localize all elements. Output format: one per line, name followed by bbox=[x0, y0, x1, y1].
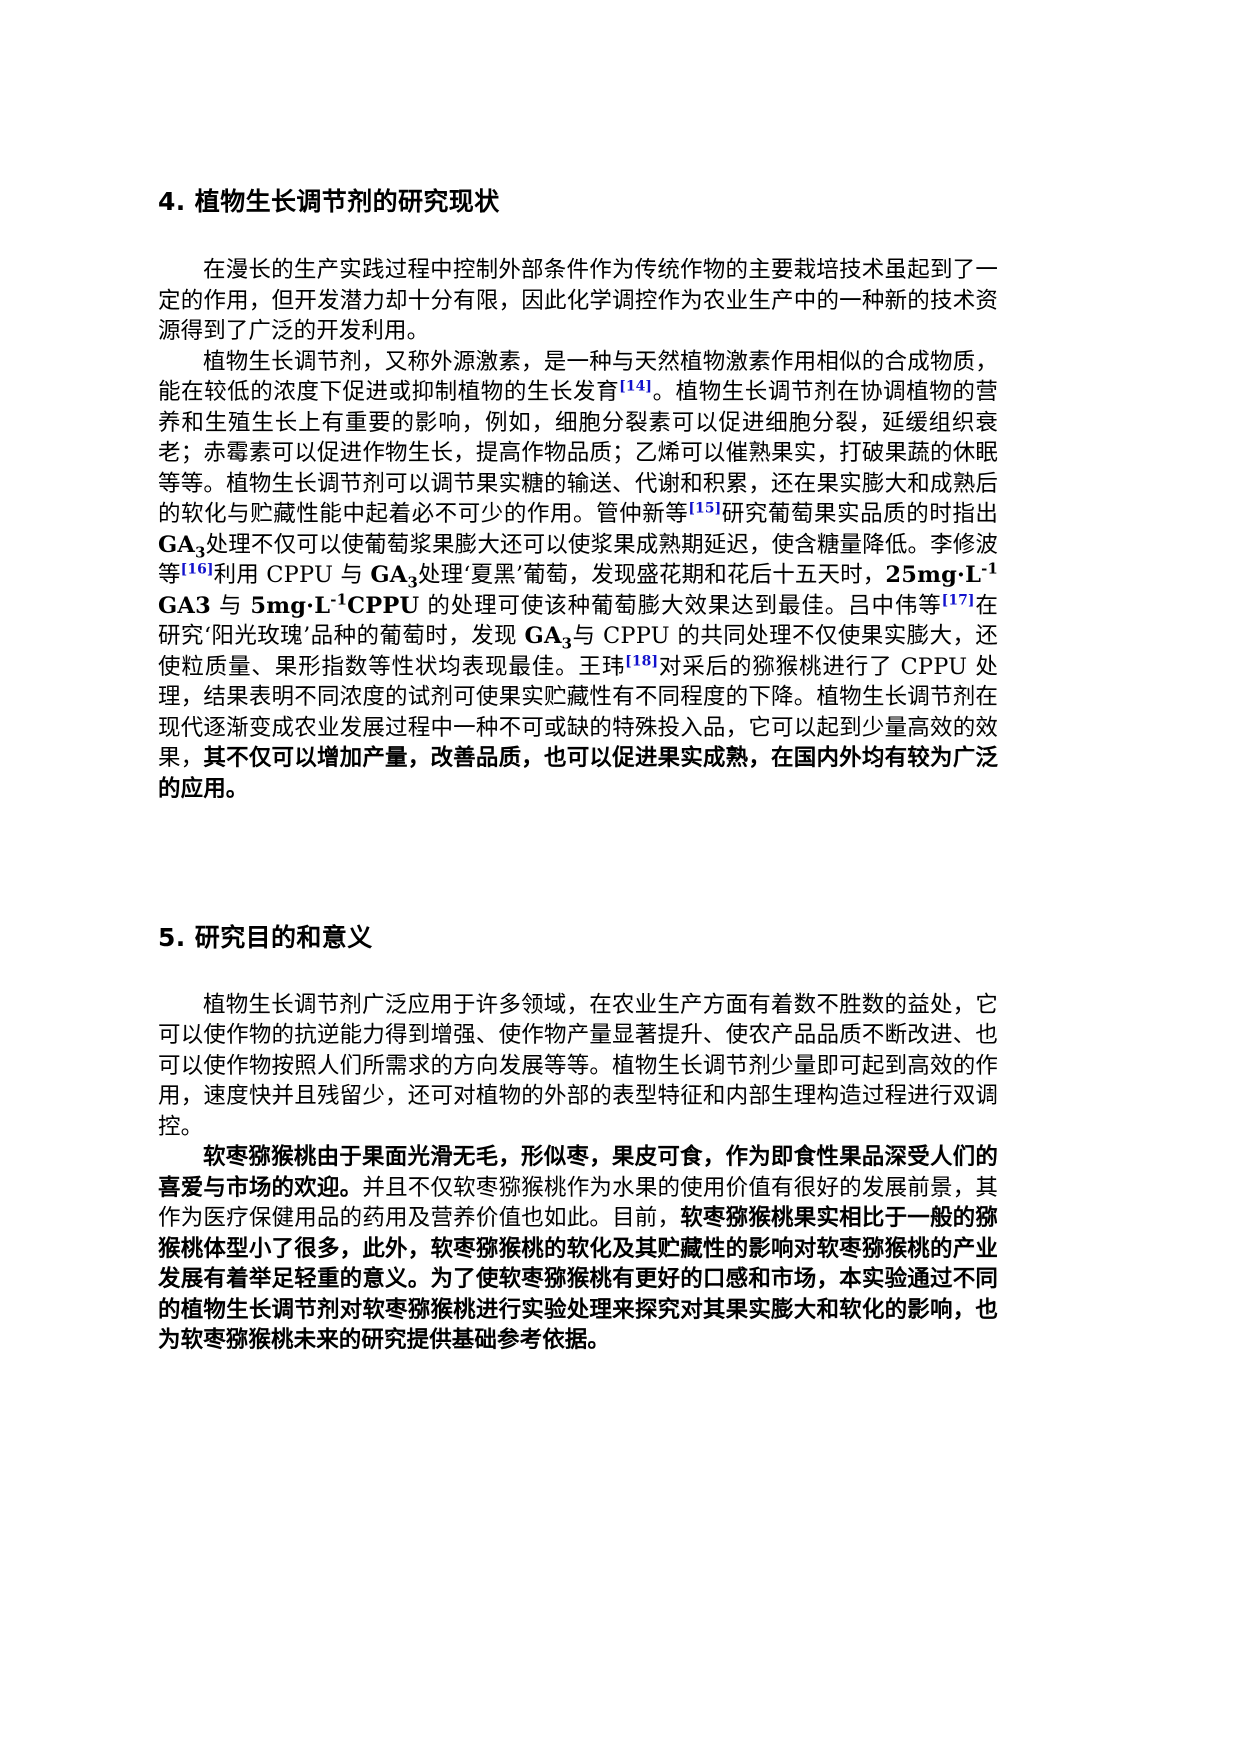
chemical-cppu: CPPU bbox=[900, 653, 968, 680]
chemical-subscript: 3 bbox=[195, 543, 206, 562]
section-5-paragraph-1: 植物生长调节剂广泛应用于许多领域，在农业生产方面有着数不胜数的益处，它可以使作物… bbox=[158, 990, 998, 1143]
paragraph-text: 的共同处理不仅使果实膨大，还使粒质量、果形指数等性状均表现最佳。王玮 bbox=[158, 623, 999, 680]
emphasized-text: 其不仅可以增加产量，改善品质，也可以促进果实成熟，在国内外均有较为广泛的应用。 bbox=[158, 745, 998, 802]
dose-exponent: -1 bbox=[981, 559, 998, 578]
citation-ref-16[interactable]: [16] bbox=[180, 561, 214, 578]
chemical-base: GA bbox=[370, 562, 408, 589]
page-content: 4. 植物生长调节剂的研究现状 在漫长的生产实践过程中控制外部条件作为传统作物的… bbox=[158, 186, 998, 1356]
chemical-base: GA bbox=[158, 531, 196, 558]
paragraph-text: 与 bbox=[210, 592, 251, 619]
section-4-heading-block: 4. 植物生长调节剂的研究现状 bbox=[158, 186, 998, 217]
citation-ref-18[interactable]: [18] bbox=[625, 653, 659, 670]
section-5-heading-block: 5. 研究目的和意义 bbox=[158, 922, 998, 953]
chemical-ga3: GA3 bbox=[158, 531, 206, 562]
paragraph-text: 并且不仅软枣猕猴桃作为水果的使用价值有很好的发展前景，其作为医疗保健用品的药用及… bbox=[158, 1174, 998, 1232]
citation-ref-15[interactable]: [15] bbox=[688, 500, 722, 517]
emphasized-text: 软枣猕猴桃由于果面光滑无毛，形似枣，果皮可食，作为即食性果品深受人们的喜爱与市场… bbox=[158, 1144, 998, 1201]
section-4-heading: 4. 植物生长调节剂的研究现状 bbox=[158, 187, 500, 216]
chemical-subscript: 3 bbox=[407, 573, 418, 592]
section-4-paragraph-1: 在漫长的生产实践过程中控制外部条件作为传统作物的主要栽培技术虽起到了一定的作用，… bbox=[158, 255, 998, 347]
dose-value: 25mg·L bbox=[885, 562, 982, 589]
citation-ref-14[interactable]: [14] bbox=[619, 378, 653, 395]
paragraph-text: 与 bbox=[333, 562, 371, 589]
paragraph-text: 在漫长的生产实践过程中控制外部条件作为传统作物的主要栽培技术虽起到了一定的作用，… bbox=[158, 257, 998, 345]
paragraph-text: 对采后的猕猴桃进行了 bbox=[658, 653, 901, 680]
emphasized-text: 软枣猕猴桃果实相比于一般的猕猴桃体型小了很多，此外，软枣猕猴桃的软化及其贮藏性的… bbox=[158, 1205, 998, 1353]
paragraph-text: 与 bbox=[572, 623, 603, 650]
chemical-ga3: GA3 bbox=[370, 562, 418, 590]
chemical-cppu: CPPU bbox=[266, 562, 334, 589]
paragraph-text: 。植物生长调节剂在协调植物的营养和生殖生长上有重要的影响，例如，细胞分裂素可以促… bbox=[158, 379, 998, 528]
chemical-subscript: 3 bbox=[561, 634, 573, 653]
chemical-cppu: CPPU bbox=[602, 623, 670, 650]
section-gap bbox=[158, 804, 998, 922]
citation-ref-17[interactable]: [17] bbox=[941, 592, 975, 609]
dose-exponent: -1 bbox=[330, 590, 348, 609]
paragraph-text: 的处理可使该种葡萄膨大效果达到最佳。吕中伟等 bbox=[419, 592, 942, 619]
paragraph-text: 植物生长调节剂广泛应用于许多领域，在农业生产方面有着数不胜数的益处，它可以使作物… bbox=[158, 991, 998, 1140]
dose-value: 5mg·L bbox=[250, 592, 331, 619]
paragraph-text: 在研究‘阳光玫瑰’品种的葡萄时，发现 bbox=[158, 592, 999, 650]
paragraph-text: 处理，结果表明不同浓度的试剂可使果实贮藏性有不同程度的下降。植物生长调节剂在现代… bbox=[158, 653, 998, 772]
paragraph-text: 研究葡萄果实品质的时指出 bbox=[721, 501, 998, 528]
paragraph-text: 植物生长调节剂，又称外源激素，是一种与天然植物激素作用相似的合成物质，能在较低的… bbox=[158, 348, 998, 406]
chemical-ga3: GA3 bbox=[524, 623, 573, 651]
paragraph-text: 处理‘夏黑’葡萄，发现盛花期和花后十五天时， bbox=[417, 562, 886, 589]
section-4-paragraph-2: 植物生长调节剂，又称外源激素，是一种与天然植物激素作用相似的合成物质，能在较低的… bbox=[158, 347, 998, 805]
paragraph-text: 处理不仅可以使葡萄浆果膨大还可以使浆果成熟期延迟，使含糖量降低。李修波等 bbox=[158, 531, 998, 589]
chemical-ga3-plain: GA3 bbox=[158, 592, 211, 619]
section-5-heading: 5. 研究目的和意义 bbox=[158, 923, 373, 953]
paragraph-text: 利用 bbox=[213, 562, 267, 589]
section-5-paragraph-2: 软枣猕猴桃由于果面光滑无毛，形似枣，果皮可食，作为即食性果品深受人们的喜爱与市场… bbox=[158, 1142, 998, 1356]
chemical-cppu: CPPU bbox=[347, 592, 420, 619]
chemical-base: GA bbox=[524, 623, 562, 650]
